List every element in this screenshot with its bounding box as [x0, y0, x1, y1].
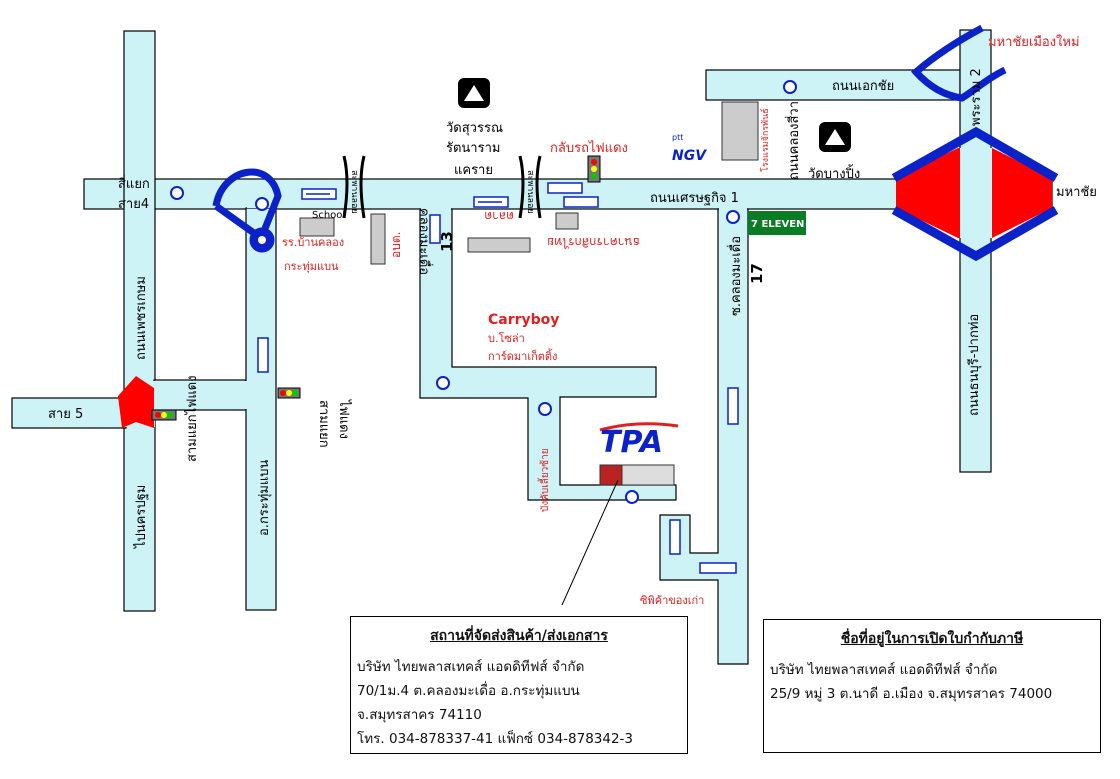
- label-bridge-left: สะพานลอย: [349, 170, 359, 214]
- pointer-line: [561, 479, 619, 606]
- label-khlong-si-wa: ถนนคลองสี่วา: [785, 101, 802, 180]
- delivery-address-box: สถานที่จัดส่งสินค้า/ส่งเอกสาร บริษัท ไทย…: [350, 616, 688, 754]
- label-carryboy: Carryboy: [488, 312, 559, 328]
- label-phet-kasem: ถนนเพชรเกษม: [134, 276, 149, 360]
- delivery-line-4: โทร. 034-878337-41 แฟ็กซ์ 034-878342-3: [357, 731, 634, 747]
- road-network: [11, 29, 1053, 665]
- label-turn-left: บังคับเลี้ยวซ้าย: [537, 448, 551, 512]
- direction-arrows: [257, 182, 739, 574]
- delivery-title: สถานที่จัดส่งสินค้า/ส่งเอกสาร: [430, 628, 608, 644]
- tpa-logo-swoosh: [599, 422, 679, 432]
- khlong-mak-duea-road: [419, 208, 677, 501]
- label-sai4-a: สี่แยก: [118, 175, 150, 192]
- label-tpa-logo: TPA: [600, 425, 663, 460]
- sai5-road: [11, 397, 127, 429]
- link-road: [153, 379, 247, 411]
- label-wat-suwan-b: รัตนาราม: [446, 141, 500, 156]
- label-market: ตลาด: [484, 209, 514, 223]
- label-krathum-baen: อ.กระทุ่มแบน: [257, 459, 272, 536]
- label-post-office: อบต.: [389, 232, 403, 258]
- label-wat-bang-ping: วัดบางปิ้ง: [808, 164, 860, 182]
- rama2-interchange: [891, 126, 1059, 262]
- traffic-lights: [151, 155, 601, 421]
- u-turn-loop: [212, 168, 282, 253]
- label-mahachai: มหาชัย: [1056, 185, 1097, 200]
- soi-khlong-mak-duea-road: [659, 208, 749, 665]
- label-road-13: 13: [438, 231, 456, 252]
- label-bank: ธนาคารกสิกรไทย: [547, 235, 640, 249]
- building-icons: [299, 101, 759, 486]
- label-carryboy-co: บ.โซล่า: [488, 331, 525, 345]
- delivery-line-3: จ.สมุทรสาคร 74110: [357, 707, 482, 723]
- label-soi-17: 17: [748, 263, 766, 284]
- label-bridge-right: สะพานลอย: [525, 170, 535, 214]
- tax-line-2: 25/9 หมู่ 3 ต.นาดี อ.เมือง จ.สมุทรสาคร 7…: [770, 686, 1053, 702]
- label-school: School: [312, 210, 345, 221]
- mahachai-curve: [910, 24, 1007, 102]
- tax-line-1: บริษัท ไทยพลาสเทคส์ แอดดิทีฟส์ จำกัด: [770, 662, 998, 678]
- label-u-turn-back: กลับรถไฟแดง: [550, 140, 628, 156]
- label-sai5: สาย 5: [48, 407, 83, 422]
- label-soi-khlong-mak-duea: ซ.คลองมะเดื่อ: [727, 236, 744, 316]
- label-thonburi-paktho: ถนนธนบุรี-ปากท่อ: [966, 314, 982, 416]
- delivery-line-1: บริษัท ไทยพลาสเทคส์ แอดดิทีฟส์ จำกัด: [357, 659, 585, 675]
- label-rama2: พระราม 2: [969, 68, 984, 126]
- tax-address-box: ชื่อที่อยู่ในการเปิดใบกำกับภาษี บริษัท ไ…: [763, 619, 1101, 753]
- label-wat-suwan-a: วัดสุวรรณ: [446, 121, 503, 136]
- label-carryboy-marketing: การ์ดมาเก็ตติ้ง: [488, 348, 557, 363]
- label-sai4-b: สาย4: [118, 197, 149, 212]
- label-to-nakhon-pathom: ไปนครปฐม: [133, 485, 149, 549]
- label-sam-yaek-fai-daeng: สามแยกไฟแดง: [184, 375, 200, 462]
- label-sam-yaek-a: สามแยก: [316, 400, 331, 448]
- label-khlong-mak-duea: คลองมะเดื่อ: [416, 208, 433, 275]
- label-setthakit-1: ถนนเศรษฐกิจ 1: [650, 191, 739, 206]
- traffic-signs: [170, 80, 797, 504]
- delivery-line-2: 70/1ม.4 ต.คลองมะเดื่อ อ.กระทุ่มแบน: [357, 683, 580, 699]
- label-antique-shop: ซิพิค้าของเก่า: [640, 594, 704, 607]
- temple-icon-bangping: [819, 122, 851, 152]
- label-ekkachai: ถนนเอกชัย: [832, 79, 894, 94]
- seven-eleven-sign: [748, 211, 806, 235]
- temple-icon: [458, 78, 490, 108]
- label-wat-suwan-c: แคราย: [454, 163, 493, 178]
- footbridge-right: [518, 155, 542, 219]
- phet-kasem-road: [123, 30, 156, 612]
- footbridge-left: [342, 155, 366, 219]
- label-seven-eleven: 7 ELEVEN: [751, 219, 804, 230]
- label-sam-yaek-b: ไฟแดง: [336, 399, 352, 439]
- label-ptt: ptt: [672, 133, 683, 142]
- label-hotel: โรงแรมจักรพันธ์: [759, 108, 771, 172]
- label-ngv: NGV: [672, 148, 707, 164]
- label-mahachai-muang-mai: มหาชัยเมืองใหม่: [988, 34, 1080, 50]
- label-school-name-b: กระทุ่มแบน: [284, 260, 339, 273]
- sai5-junction: [118, 376, 154, 428]
- label-school-name-a: รร.บ้านคลอง: [282, 236, 344, 249]
- tax-title: ชื่อที่อยู่ในการเปิดใบกำกับภาษี: [840, 631, 1024, 647]
